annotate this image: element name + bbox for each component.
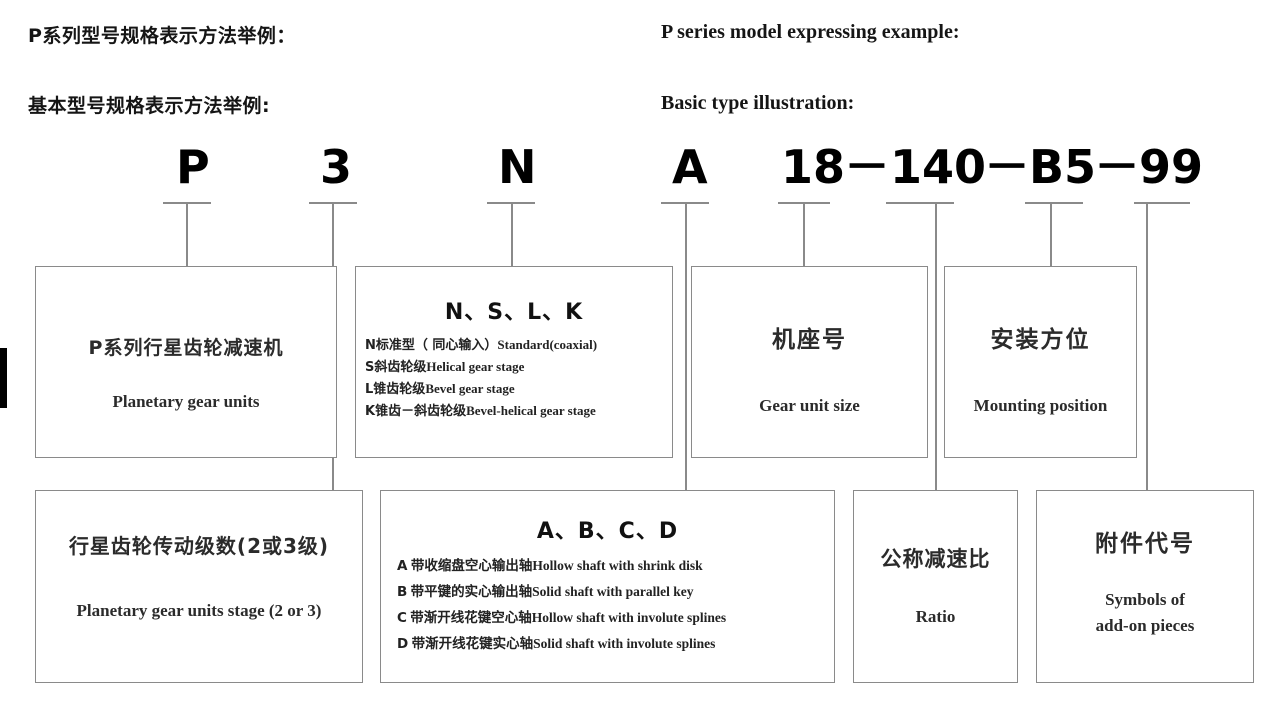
type-option-row: K锥齿－斜齿轮级Bevel-helical gear stage [365,400,672,422]
box-shaft-options: A 带收缩盘空心输出轴Hollow shaft with shrink disk… [381,553,834,657]
type-option-row: N标准型（ 同心输入）Standard(coaxial) [365,334,672,356]
shaft-option-cn: 带收缩盘空心输出轴 [410,558,533,574]
shaft-option-en: Solid shaft with parallel key [532,584,694,599]
box-type-options: N标准型（ 同心输入）Standard(coaxial) S斜齿轮级Helica… [356,334,672,422]
type-option-cn: 标准型（ 同心输入） [375,338,498,353]
code-segment-size: 18 [781,140,846,194]
shaft-option-row: B 带平键的实心输出轴Solid shaft with parallel key [397,579,834,605]
box-addon-cn: 附件代号 [1095,531,1195,557]
box-series: P系列行星齿轮减速机 Planetary gear units [35,266,337,458]
page-edge-mark [0,348,7,408]
box-stages-en: Planetary gear units stage (2 or 3) [76,601,322,620]
shaft-option-code: B [397,584,408,600]
shaft-option-cn: 带渐开线花键空心轴 [410,610,532,626]
box-series-cn: P系列行星齿轮减速机 [88,337,284,359]
shaft-option-cn: 带渐开线花键实心轴 [411,636,534,652]
box-type-title: N、S、L、K [444,300,584,325]
leader-addon [1146,202,1148,490]
leader-type [511,202,513,266]
code-separator-1: － [844,140,890,194]
code-tick-addon [1134,202,1190,204]
type-option-en: Bevel gear stage [425,381,515,396]
heading-p-series-en: P series model expressing example: [661,21,960,43]
box-shaft: A、B、C、D A 带收缩盘空心输出轴Hollow shaft with shr… [380,490,835,683]
box-addon-en-line1: Symbols of [1105,590,1185,609]
shaft-option-row: C 带渐开线花键空心轴Hollow shaft with involute sp… [397,605,834,631]
shaft-option-row: A 带收缩盘空心输出轴Hollow shaft with shrink disk [397,553,834,579]
box-size: 机座号 Gear unit size [691,266,928,458]
heading-basic-type-en: Basic type illustration: [661,92,855,114]
code-segment-type: N [498,140,537,194]
type-option-en: Helical gear stage [426,359,525,374]
leader-series [186,202,188,266]
leader-mounting [1050,202,1052,266]
box-size-en: Gear unit size [759,396,860,415]
box-size-cn: 机座号 [772,327,847,353]
box-stages-cn: 行星齿轮传动级数(2或3级) [68,534,330,558]
type-option-en: Standard(coaxial) [497,337,598,352]
shaft-option-en: Hollow shaft with involute splines [531,610,727,625]
box-addon-en-line2: add-on pieces [1095,616,1195,635]
type-option-code: N [365,338,376,353]
shaft-option-code: A [397,558,408,574]
code-segment-stages: 3 [320,140,353,194]
code-segment-ratio: 140 [890,140,987,194]
type-option-cn: 斜齿轮级 [374,360,427,375]
code-tick-ratio [886,202,954,204]
shaft-option-en: Solid shaft with involute splines [533,636,716,651]
leader-shaft [685,202,687,490]
leader-size [803,202,805,266]
type-option-row: L锥齿轮级Bevel gear stage [365,378,672,400]
code-tick-mounting [1025,202,1083,204]
shaft-option-code: D [397,636,409,652]
leader-ratio [935,202,937,490]
box-ratio-cn: 公称减速比 [880,547,991,571]
shaft-option-row: D 带渐开线花键实心轴Solid shaft with involute spl… [397,631,834,657]
box-ratio-en: Ratio [915,607,956,626]
box-mounting: 安装方位 Mounting position [944,266,1137,458]
box-type: N、S、L、K N标准型（ 同心输入）Standard(coaxial) S斜齿… [355,266,673,458]
heading-basic-type-cn: 基本型号规格表示方法举例: [28,95,271,117]
type-option-code: L [365,382,374,397]
code-segment-series: P [176,140,210,194]
type-option-cn: 锥齿轮级 [373,382,426,397]
type-option-code: K [365,404,376,419]
box-addon: 附件代号 Symbols of add-on pieces [1036,490,1254,683]
box-mounting-cn: 安装方位 [990,327,1091,353]
type-option-en: Bevel-helical gear stage [466,403,596,418]
box-shaft-title: A、B、C、D [536,519,679,544]
code-separator-3: － [1094,140,1140,194]
heading-p-series-cn: P系列型号规格表示方法举例： [28,25,296,47]
type-option-code: S [365,360,375,375]
code-separator-2: － [984,140,1030,194]
box-ratio: 公称减速比 Ratio [853,490,1018,683]
type-option-cn: 锥齿－斜齿轮级 [375,404,467,419]
box-series-en: Planetary gear units [112,392,260,411]
code-segment-mounting: B5 [1029,140,1097,194]
shaft-option-cn: 带平键的实心输出轴 [410,584,533,600]
box-mounting-en: Mounting position [973,396,1108,415]
shaft-option-code: C [397,610,407,626]
box-stages: 行星齿轮传动级数(2或3级) Planetary gear units stag… [35,490,363,683]
code-segment-shaft: A [672,140,708,194]
type-option-row: S斜齿轮级Helical gear stage [365,356,672,378]
code-segment-addon: 99 [1139,140,1204,194]
shaft-option-en: Hollow shaft with shrink disk [532,558,703,573]
